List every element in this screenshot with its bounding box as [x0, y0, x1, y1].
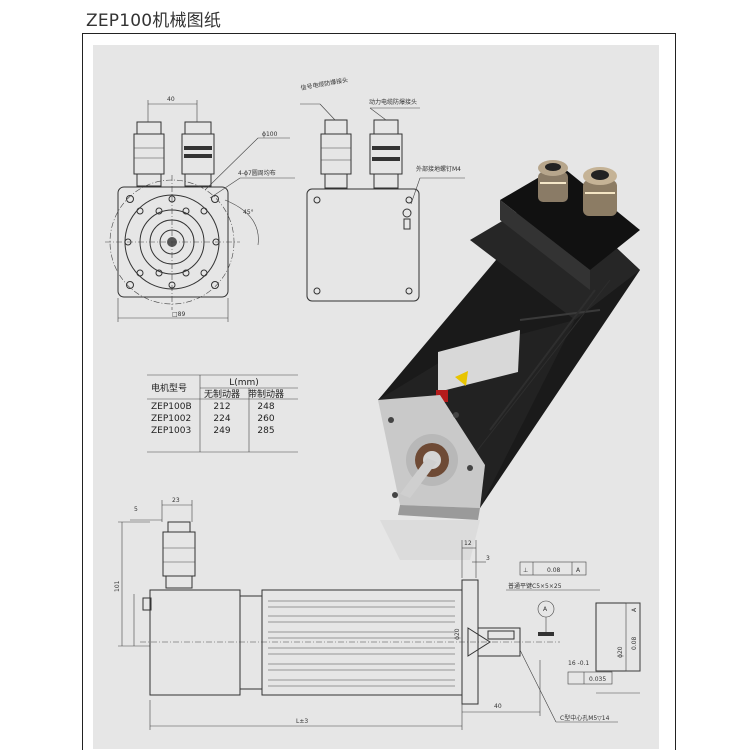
- dim-3: 3: [486, 555, 490, 562]
- spec-table: 电机型号 L(mm) 无制动器 带制动器 ZEP100B 212 248 ZEP…: [147, 377, 288, 437]
- tol-perp-symbol: ⊥: [523, 567, 528, 574]
- side-shaft: [477, 627, 521, 657]
- tol-0035: 0.035: [589, 676, 606, 683]
- dim-L: L±3: [296, 718, 308, 725]
- power-gland-label: 动力电缆防爆接头: [369, 98, 417, 106]
- photo-gland-signal: [538, 160, 568, 202]
- side-ribs: [268, 600, 455, 687]
- row-no-brake: 212: [213, 401, 231, 412]
- dim-5: 5: [134, 506, 138, 513]
- motor-photo: [378, 160, 640, 560]
- dim-45deg: 45°: [243, 209, 254, 216]
- center-hole-label: C型中心孔M5▽14: [560, 714, 610, 722]
- dim-phi100: ϕ100: [262, 131, 278, 138]
- dim-16: 16 -0.1: [568, 660, 589, 667]
- row-brake: 248: [257, 401, 275, 412]
- ground-screw-label: 外部接地螺钉M4: [416, 165, 461, 173]
- tol-perp-datum: A: [576, 567, 581, 574]
- drawing-sheet: [93, 45, 659, 749]
- row-model: ZEP100B: [151, 401, 192, 412]
- dim-phi20: ϕ20: [454, 628, 461, 640]
- signal-gland-label: 信号电缆防爆接头: [300, 76, 349, 92]
- col-model: 电机型号: [151, 383, 188, 394]
- col-brake: 带制动器: [248, 389, 285, 400]
- power-gland-front: [181, 121, 215, 187]
- row-model: ZEP1002: [151, 413, 192, 424]
- dim-holes: 4-ϕ7圆周均布: [238, 169, 276, 177]
- dim-a-end: A: [631, 607, 638, 612]
- dim-89: □89: [172, 311, 185, 318]
- photo-gland-power: [583, 167, 617, 216]
- photo-shaft: [400, 458, 437, 498]
- dim-101: 101: [114, 580, 121, 592]
- dim-40-side: 40: [494, 703, 502, 710]
- page-title: ZEP100机械图纸: [86, 11, 222, 31]
- dim-008-end: 0.08: [631, 636, 638, 650]
- front-bolt-holes: [124, 195, 220, 289]
- dim-40-front: 40: [167, 96, 175, 103]
- power-gland-top: [369, 119, 403, 189]
- table-row: ZEP1003 249 285: [147, 425, 288, 437]
- signal-gland-front: [133, 121, 165, 187]
- side-main-body: [261, 589, 463, 696]
- row-brake: 285: [257, 425, 275, 436]
- row-no-brake: 224: [213, 413, 231, 424]
- dim-23: 23: [172, 497, 180, 504]
- key-label: 普通平键C5×5×25: [508, 582, 562, 590]
- row-no-brake: 249: [213, 425, 231, 436]
- table-row: ZEP100B 212 248: [147, 401, 288, 413]
- ground-screw: [402, 208, 412, 218]
- table-row: ZEP1002 224 260: [147, 413, 288, 425]
- signal-gland-top: [320, 119, 352, 189]
- front-view: 40 ϕ100 4-ϕ7圆周均布 45°: [105, 96, 295, 322]
- top-body: [306, 188, 420, 302]
- dim-phi20-tol: ϕ20: [617, 646, 624, 658]
- col-no-brake: 无制动器: [204, 389, 241, 400]
- tol-perp-value: 0.08: [547, 567, 561, 574]
- top-view: 信号电缆防爆接头 动力电缆防爆接头 外部接地螺钉M4: [300, 76, 465, 302]
- datum-a: A: [543, 606, 548, 613]
- spec-table-lines: [147, 374, 298, 453]
- row-model: ZEP1003: [151, 425, 192, 436]
- col-length: L(mm): [229, 377, 259, 388]
- dim-12: 12: [464, 540, 472, 547]
- side-rear-body: [149, 589, 241, 696]
- row-brake: 260: [257, 413, 275, 424]
- side-view: 23 5 101 12 3: [114, 497, 641, 730]
